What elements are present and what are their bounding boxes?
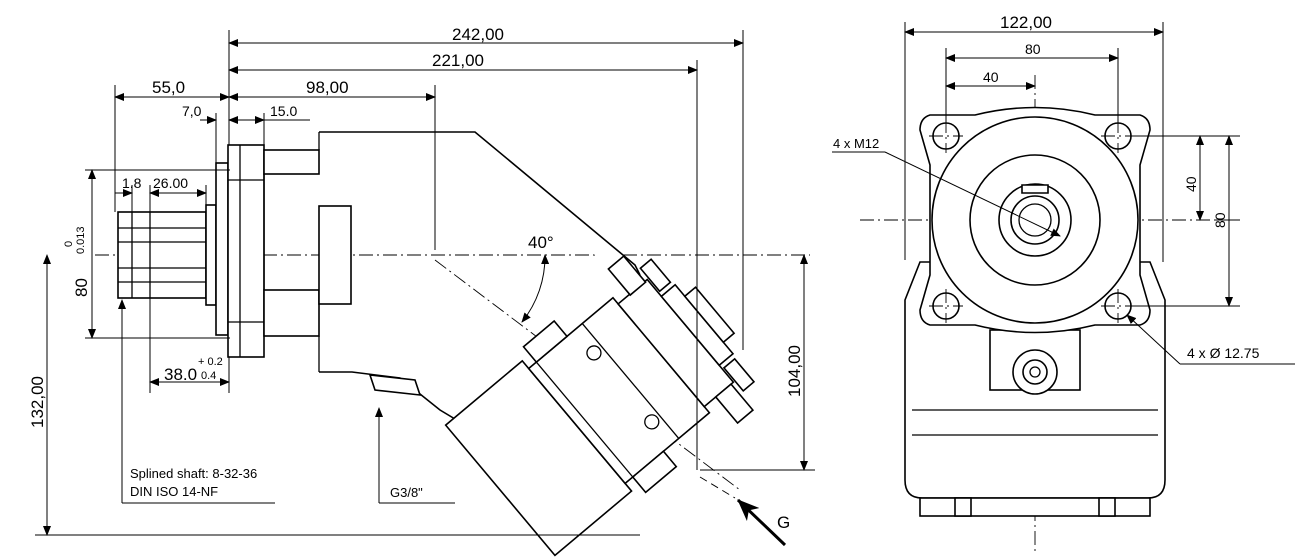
dim-40-vertical: 40 [1183,176,1199,192]
dim-98: 98,00 [306,78,349,97]
shaft-key [1021,184,1049,194]
tilted-axis-centerline [434,259,741,491]
height-104-dimension: 104,00 [700,254,815,471]
dim-1-8: 1.8 [122,175,142,191]
spline-circle [1010,195,1060,245]
tilted-cylinder-block [444,255,756,557]
dim-15: 15.0 [270,103,297,119]
front-top-dimensions: 122,00 80 40 [904,13,1164,262]
shaft-diameter-dimension: 80 0 0.013 [63,169,230,339]
dim-38-tol-upper: + 0.2 [198,356,223,368]
port-g38-callout: G3/8" [375,407,455,504]
angle-label: 40° [528,233,554,252]
dim-38: 38.0 [164,365,197,384]
port-g-arrow: G [699,476,790,547]
dim-242: 242,00 [452,25,504,44]
mounting-holes [929,119,1135,323]
port-g-label: G [777,513,790,532]
dim-7: 7,0 [182,103,202,119]
dim-40-hole-offset: 40 [983,69,999,85]
spline-note-line1: Splined shaft: 8-32-36 [130,466,257,481]
tol-upper: 0 [63,241,75,247]
dim-104: 104,00 [785,345,804,397]
mounting-flange [215,144,352,358]
hole-callout: 4 x Ø 12.75 [1126,314,1295,365]
dim-80-hole-spacing: 80 [1025,41,1041,57]
dim-38-tol-lower: 0.4 [201,370,216,382]
hole-callout-label: 4 x Ø 12.75 [1187,345,1260,361]
angle-arc [521,254,550,323]
shaft-38-dimension: 38.0 + 0.2 0.4 [149,298,230,393]
height-132-dimension: 132,00 [28,254,640,536]
top-dimensions: 242,00 221,00 98,00 55,0 7,0 15.0 1.8 [114,25,744,470]
spline-note: Splined shaft: 8-32-36 DIN ISO 14-NF [118,299,275,504]
spline-note-line2: DIN ISO 14-NF [130,484,218,499]
dim-55: 55,0 [152,78,185,97]
splined-shaft [117,204,217,306]
dim-80-vertical: 80 [1212,212,1228,228]
dim-221: 221,00 [432,51,484,70]
dim-26: 26.00 [153,175,188,191]
thread-callout-label: 4 x M12 [833,136,879,151]
side-view: 40° 242,00 221,00 98,00 55,0 7,0 15.0 [28,25,815,557]
dim-122: 122,00 [1000,13,1052,32]
spline-inner-circle [1018,203,1052,237]
dim-132: 132,00 [28,376,47,428]
front-view: 122,00 80 40 80 40 4 x M12 [832,13,1295,555]
thread-callout: 4 x M12 [832,136,1061,237]
dim-80-shaft: 80 [72,278,91,297]
front-right-dimensions: 80 40 [1132,135,1240,307]
tol-lower: 0.013 [75,226,87,254]
port-g38-label: G3/8" [390,485,423,500]
